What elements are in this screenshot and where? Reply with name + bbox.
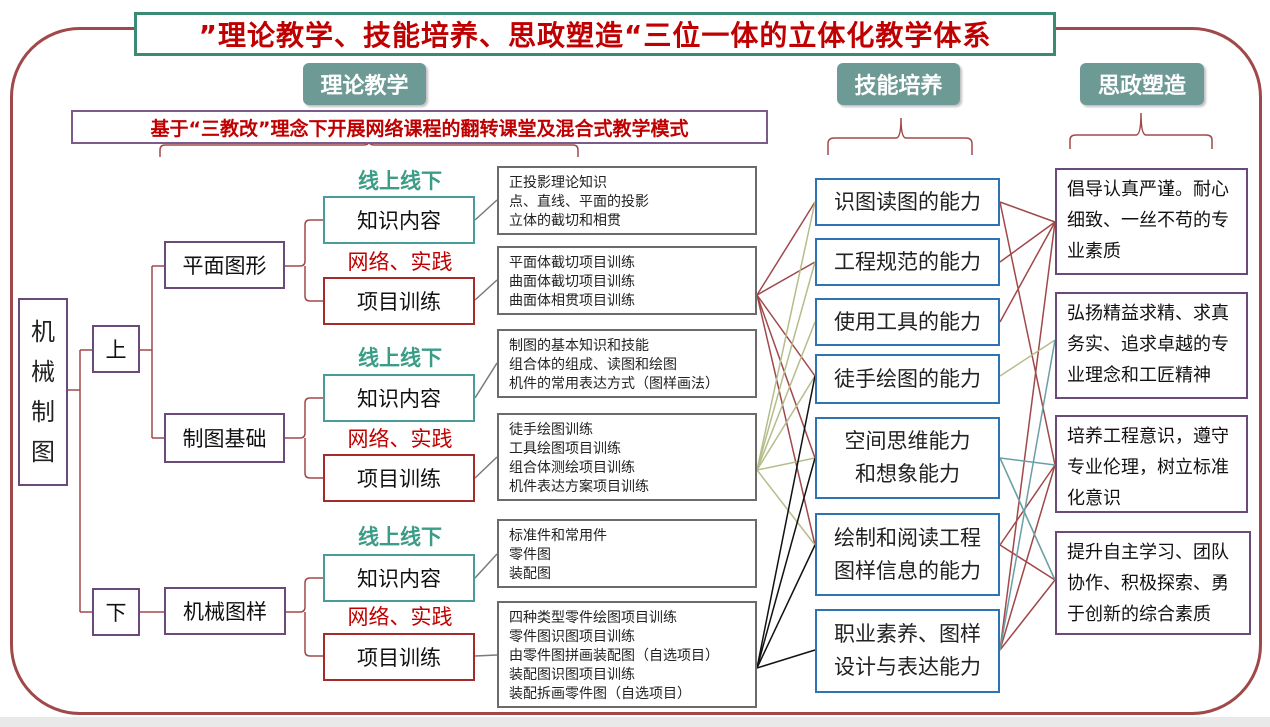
online-label-1: 线上线下 [358,169,442,193]
list-item: 标准件和常用件 [509,528,607,544]
list-item: 制图的基本知识和技能 [509,338,649,354]
network-label-3: 网络、实践 [347,605,453,629]
part-upper: 上 [92,325,140,373]
list-item: 零件图 [509,547,551,563]
list-item: 组合体测绘项目训练 [509,460,635,476]
skill-box-1: 识图读图的能力 [815,178,1000,226]
tree-lines [68,219,323,657]
bottom-band [0,717,1270,727]
diagram-title: ”理论教学、技能培养、思政塑造“三位一体的立体化教学体系 [134,12,1056,56]
course-box: 机械制图 [18,298,68,486]
list-item: 装配图 [509,566,551,582]
list-item: 立体的截切和相贯 [509,213,621,229]
header-theory: 理论教学 [303,63,426,105]
project-box-1: 项目训练 [323,277,475,325]
module-mechanical-drawings: 机械图样 [164,587,286,635]
skill-box-3: 使用工具的能力 [815,298,1000,346]
value-box-1: 倡导认真严谨。耐心细致、一丝不苟的专业素质 [1055,168,1248,275]
list-item: 机件表达方案项目训练 [509,479,649,495]
network-label-2: 网络、实践 [347,427,453,451]
module-plane-figures: 平面图形 [164,241,285,289]
part-lower: 下 [92,588,140,636]
online-label-2: 线上线下 [358,346,442,370]
list-item: 机件的常用表达方式（图样画法） [509,376,719,392]
list-item: 装配拆画零件图（自选项目） [509,686,691,702]
list-item: 曲面体相贯项目训练 [509,293,635,309]
list-item: 点、直线、平面的投影 [509,194,649,210]
content-list-p1: 平面体截切项目训练 曲面体截切项目训练 曲面体相贯项目训练 [497,246,757,315]
knowledge-box-3: 知识内容 [323,554,475,602]
list-item: 装配图识图项目训练 [509,667,635,683]
list-item: 曲面体截切项目训练 [509,274,635,290]
list-item: 正投影理论知识 [509,175,607,191]
list-item: 工具绘图项目训练 [509,441,621,457]
skill-box-5: 空间思维能力和想象能力 [815,417,1000,499]
header-ideology: 思政塑造 [1080,63,1204,105]
module-drawing-basics: 制图基础 [164,413,285,463]
content-list-k2: 制图的基本知识和技能 组合体的组成、读图和绘图 机件的常用表达方式（图样画法） [497,329,757,398]
value-box-4: 提升自主学习、团队协作、积极探索、勇于创新的综合素质 [1055,531,1251,635]
list-item: 零件图识图项目训练 [509,629,635,645]
knowledge-box-1: 知识内容 [323,196,475,244]
value-box-2: 弘扬精益求精、求真务实、追求卓越的专业理念和工匠精神 [1055,292,1248,399]
online-label-3: 线上线下 [358,525,442,549]
skill-box-7: 职业素养、图样设计与表达能力 [815,609,1000,693]
course-label: 机械制图 [31,318,55,466]
teaching-mode-subtitle: 基于“三教改”理念下开展网络课程的翻转课堂及混合式教学模式 [71,110,768,144]
skill-box-2: 工程规范的能力 [815,238,1000,286]
value-box-3: 培养工程意识，遵守专业伦理，树立标准化意识 [1055,415,1248,513]
list-item: 四种类型零件绘图项目训练 [509,610,677,626]
list-item: 平面体截切项目训练 [509,255,635,271]
content-list-k1: 正投影理论知识 点、直线、平面的投影 立体的截切和相贯 [497,166,757,235]
content-list-p2: 徒手绘图训练 工具绘图项目训练 组合体测绘项目训练 机件表达方案项目训练 [497,413,757,501]
network-label-1: 网络、实践 [347,250,453,274]
project-box-2: 项目训练 [323,454,475,502]
knowledge-box-2: 知识内容 [323,374,475,422]
project-box-3: 项目训练 [323,633,475,681]
content-list-k3: 标准件和常用件 零件图 装配图 [497,519,757,588]
list-item: 组合体的组成、读图和绘图 [509,357,677,373]
skill-box-4: 徒手绘图的能力 [815,354,1000,404]
list-item: 由零件图拼画装配图（自选项目） [509,648,719,664]
list-item: 徒手绘图训练 [509,422,593,438]
header-skills: 技能培养 [837,63,960,105]
content-list-p3: 四种类型零件绘图项目训练 零件图识图项目训练 由零件图拼画装配图（自选项目） 装… [497,601,757,708]
skill-box-6: 绘制和阅读工程图样信息的能力 [815,513,1000,596]
